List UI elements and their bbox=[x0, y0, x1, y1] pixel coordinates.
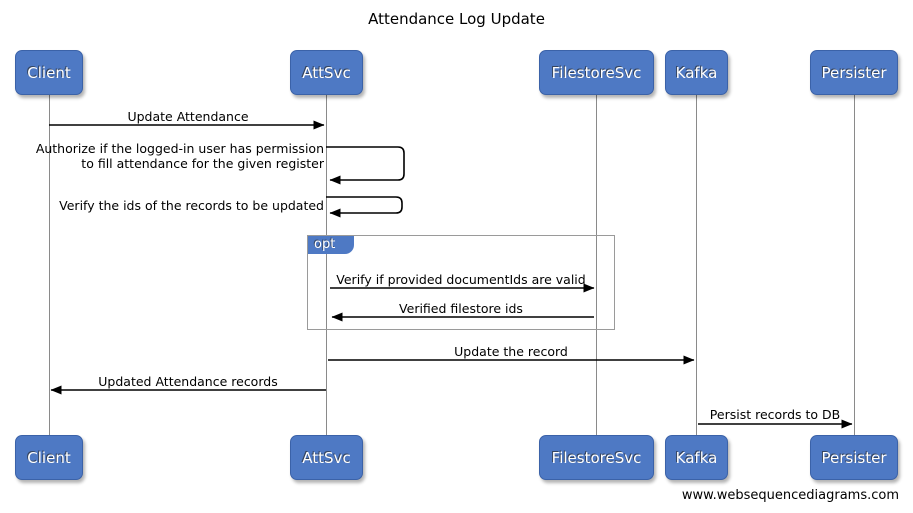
lifeline-client bbox=[49, 95, 50, 435]
message-label-authorize: Authorize if the logged-in user has perm… bbox=[35, 141, 324, 171]
participant-filestoresvc-top[interactable]: FilestoreSvc bbox=[539, 50, 654, 95]
message-label-verify-ids: Verify the ids of the records to be upda… bbox=[59, 198, 324, 213]
lifeline-persister bbox=[854, 95, 855, 435]
opt-fragment-label: opt bbox=[308, 236, 354, 254]
participant-persister-bottom[interactable]: Persister bbox=[810, 435, 898, 480]
message-label-verify-documentids: Verify if provided documentIds are valid bbox=[336, 272, 586, 287]
message-label-verified-filestore-ids: Verified filestore ids bbox=[399, 301, 523, 316]
opt-fragment-box bbox=[307, 235, 615, 330]
arrow-verify-ids-self bbox=[326, 196, 403, 218]
message-label-update-the-record: Update the record bbox=[454, 344, 568, 359]
participant-kafka-top[interactable]: Kafka bbox=[665, 50, 728, 95]
participant-client-top[interactable]: Client bbox=[15, 50, 83, 95]
message-label-persist-records-to-db: Persist records to DB bbox=[709, 407, 841, 422]
participant-attsvc-bottom[interactable]: AttSvc bbox=[290, 435, 363, 480]
message-label-updated-attendance-records: Updated Attendance records bbox=[98, 374, 278, 389]
participant-filestoresvc-bottom[interactable]: FilestoreSvc bbox=[539, 435, 654, 480]
arrow-authorize-self bbox=[326, 146, 405, 185]
lifeline-kafka bbox=[696, 95, 697, 435]
participant-attsvc-top[interactable]: AttSvc bbox=[290, 50, 363, 95]
participant-client-bottom[interactable]: Client bbox=[15, 435, 83, 480]
participant-kafka-bottom[interactable]: Kafka bbox=[665, 435, 728, 480]
lifeline-attsvc bbox=[326, 95, 327, 435]
footer-credit: www.websequencediagrams.com bbox=[681, 488, 899, 503]
message-label-update-attendance: Update Attendance bbox=[127, 109, 249, 124]
participant-persister-top[interactable]: Persister bbox=[810, 50, 898, 95]
lifeline-filestoresvc bbox=[596, 95, 597, 435]
page-title: Attendance Log Update bbox=[368, 10, 545, 28]
